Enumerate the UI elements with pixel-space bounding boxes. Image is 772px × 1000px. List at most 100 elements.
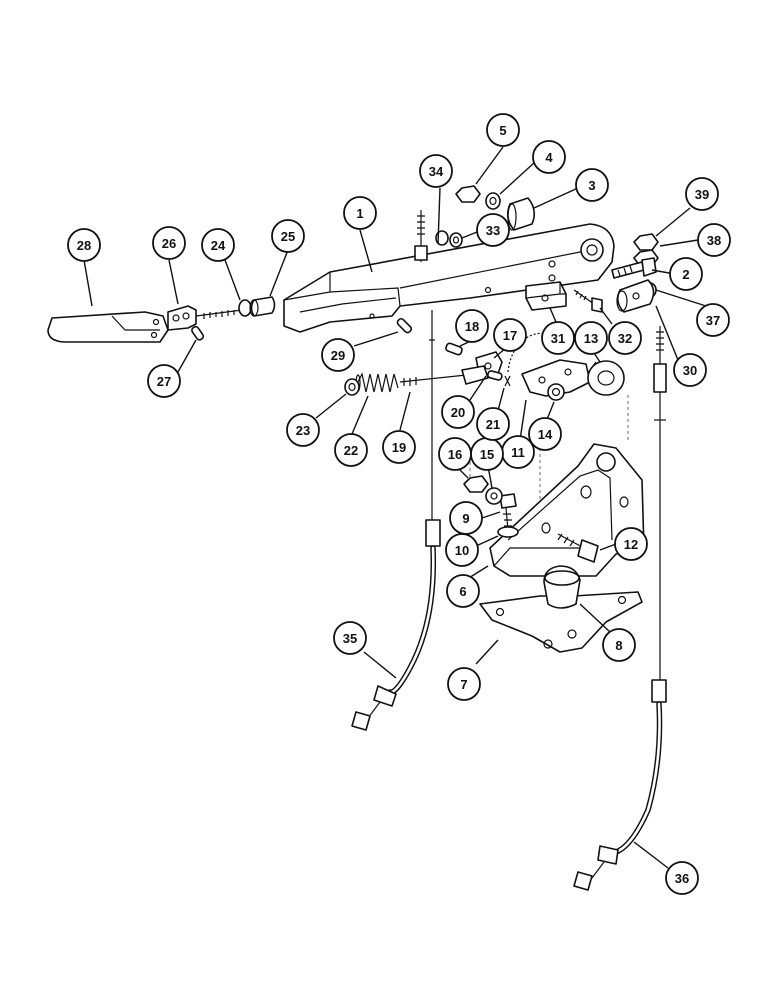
brake-lever [283, 223, 615, 333]
callout-25: 25 [271, 219, 305, 253]
callout-34: 34 [419, 154, 453, 188]
callout-30-label: 30 [683, 363, 697, 378]
callout-16: 16 [438, 437, 472, 471]
callout-23: 23 [286, 413, 320, 447]
callout-21-label: 21 [486, 417, 500, 432]
callout-24: 24 [201, 228, 235, 262]
callout-32-label: 32 [618, 331, 632, 346]
washer-33 [435, 230, 463, 248]
callout-7-label: 7 [460, 677, 467, 692]
pivot-bolt [611, 257, 657, 279]
callout-16-label: 16 [448, 447, 462, 462]
callout-38: 38 [697, 223, 731, 257]
hand-grip [47, 311, 169, 343]
callout-21: 21 [476, 407, 510, 441]
clip-21 [504, 375, 511, 387]
callout-20: 20 [441, 395, 475, 429]
callout-6-label: 6 [459, 584, 466, 599]
cable-left [351, 310, 441, 731]
callout-7: 7 [447, 667, 481, 701]
callout-12-label: 12 [624, 537, 638, 552]
callout-27-label: 27 [157, 374, 171, 389]
callout-14: 14 [528, 417, 562, 451]
callout-39: 39 [685, 177, 719, 211]
cable-cup [543, 565, 581, 609]
clevis [167, 305, 197, 331]
callout-2: 2 [669, 257, 703, 291]
callout-25-label: 25 [281, 229, 295, 244]
callout-26-label: 26 [162, 236, 176, 251]
callout-15: 15 [470, 437, 504, 471]
callout-10: 10 [445, 533, 479, 567]
spacer-bushing [506, 197, 536, 231]
callout-33-label: 33 [486, 223, 500, 238]
pin-20 [487, 370, 503, 381]
callout-4-label: 4 [545, 150, 553, 165]
callout-33: 33 [476, 213, 510, 247]
callout-17: 17 [493, 318, 527, 352]
callout-11-label: 11 [511, 445, 525, 460]
callout-36-label: 36 [675, 871, 689, 886]
callout-8: 8 [602, 628, 636, 662]
callout-26: 26 [152, 226, 186, 260]
callout-31-label: 31 [551, 331, 565, 346]
washer-10 [497, 526, 519, 538]
adjuster-sleeve [249, 296, 276, 317]
callout-22-label: 22 [344, 443, 358, 458]
pin-18 [445, 342, 463, 356]
callout-9: 9 [449, 501, 483, 535]
callout-10-label: 10 [455, 543, 469, 558]
callout-34-label: 34 [429, 164, 444, 179]
nut-16 [463, 475, 489, 493]
spring-washer [344, 378, 360, 396]
roller [587, 360, 625, 396]
callout-1-label: 1 [356, 206, 363, 221]
leader-lines [83, 146, 707, 869]
callout-15-label: 15 [480, 447, 494, 462]
callout-13-label: 13 [584, 331, 598, 346]
cable-right [573, 326, 667, 891]
callout-18: 18 [455, 309, 489, 343]
callout-3: 3 [575, 168, 609, 202]
callout-29: 29 [321, 338, 355, 372]
callout-6: 6 [446, 574, 480, 608]
bolt-9 [499, 493, 517, 531]
callout-31: 31 [541, 321, 575, 355]
callout-24-label: 24 [211, 238, 226, 253]
callout-37-label: 37 [706, 313, 720, 328]
callout-29-label: 29 [331, 348, 345, 363]
callout-38-label: 38 [707, 233, 721, 248]
callout-2-label: 2 [682, 267, 689, 282]
clevis-rod [195, 309, 243, 319]
lock-nut [238, 299, 252, 317]
cable-trunnion [616, 279, 655, 313]
bolt-32 [573, 289, 603, 313]
callout-13: 13 [574, 321, 608, 355]
callout-9-label: 9 [462, 511, 469, 526]
callout-3-label: 3 [588, 178, 595, 193]
washer-4 [485, 192, 501, 210]
nut-39 [633, 233, 659, 251]
callout-19: 19 [382, 430, 416, 464]
callout-12: 12 [614, 527, 648, 561]
nut-5 [455, 185, 481, 203]
callout-35: 35 [333, 621, 367, 655]
callout-28: 28 [67, 228, 101, 262]
callout-1: 1 [343, 196, 377, 230]
callout-11: 11 [501, 435, 535, 469]
callout-8-label: 8 [615, 638, 622, 653]
part-drawings [47, 185, 667, 891]
bushing-14 [547, 383, 565, 401]
callout-28-label: 28 [77, 238, 91, 253]
callout-27: 27 [147, 364, 181, 398]
bolt-12 [557, 533, 599, 563]
callout-4: 4 [532, 140, 566, 174]
callout-18-label: 18 [465, 319, 479, 334]
callout-36: 36 [665, 861, 699, 895]
callout-19-label: 19 [392, 440, 406, 455]
stud-bolt [414, 210, 428, 262]
roll-pin-29 [396, 317, 413, 334]
callout-14-label: 14 [538, 427, 553, 442]
cable-block [525, 281, 567, 311]
callout-5: 5 [486, 113, 520, 147]
